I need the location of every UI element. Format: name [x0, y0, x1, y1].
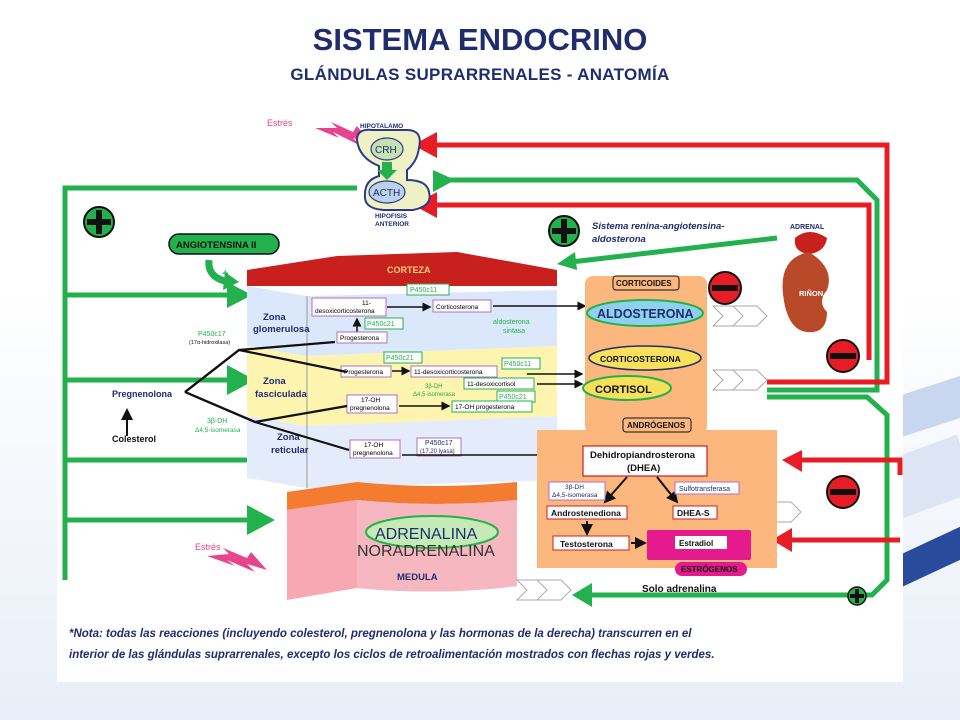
cortex-label: CORTEZA — [387, 265, 431, 275]
pituitary-label: HIPOFISIS — [375, 213, 408, 220]
stress-bolt-top: Estrés — [267, 118, 371, 146]
oh-pregnenolona-label: 17-OH — [364, 442, 383, 449]
renin-system: Sistema renina-angiotensina- aldosterona — [557, 221, 778, 270]
plus-icon — [548, 215, 580, 247]
enzyme-label-2: (17α-hidroxilasa) — [189, 340, 230, 346]
zone-glomerulosa-label: Zona — [263, 312, 286, 323]
androgenos-box: ANDRÓGENOS Dehidropiandrosterona (DHEA) … — [537, 417, 777, 576]
enzyme-label-2: Δ4,5-isomerasa — [195, 427, 241, 434]
enzyme-label: P450c17 — [198, 331, 226, 338]
renin-label: Sistema renina-angiotensina- — [592, 221, 725, 232]
green-feedback-loop — [62, 177, 890, 598]
adrenal-cortex: CORTEZA Zona glomerulosa Zona fasciculad… — [247, 252, 557, 488]
androstenediona-label: Androstenediona — [551, 508, 621, 518]
estrogenos-label: ESTRÓGENOS — [681, 565, 738, 574]
zone-glomerulosa-label-2: glomerulosa — [253, 324, 310, 335]
footnote-line-2: interior de las glándulas suprarrenales,… — [69, 649, 715, 661]
desoxicorticosterona-label: 11- — [362, 300, 371, 307]
desoxicorticosterona-label-2: desoxicorticosterona — [315, 308, 375, 315]
glomerulosa-reactions: P450c11 11- desoxicorticosterona Cortico… — [311, 283, 530, 344]
hypothalamus-pituitary: HIPOTALAMO CRH ACTH HIPOFISIS ANTERIOR — [355, 123, 431, 228]
diagram-panel: Estrés Estrés HIPOTALAMO CRH ACTH HIPOFI… — [57, 110, 903, 682]
enzyme-label-2: sintasa — [503, 328, 525, 335]
page-title: SISTEMA ENDOCRINO — [312, 22, 648, 57]
noradrenalina-label: NORADRENALINA — [357, 543, 495, 560]
stress-label-bottom: Estrés — [195, 542, 221, 552]
zone-fasciculada-label-2: fasciculada — [255, 389, 307, 400]
oh-pregnenolona-label-2: pregnenolona — [350, 405, 390, 412]
enzyme-label: Sulfotransferasa — [679, 486, 730, 493]
corticoides-label: CORTICOIDES — [616, 279, 672, 288]
hypothalamus-label: HIPOTALAMO — [360, 123, 403, 130]
enzyme-label: P450c11 — [410, 287, 437, 294]
enzyme-label: 3β-DH — [565, 484, 584, 491]
desoxicorticosterona-box: 11-desoxicorticosterona — [414, 369, 483, 376]
minus-icon — [826, 339, 860, 373]
androgenos-label: ANDRÓGENOS — [627, 421, 686, 430]
adrenal-diagram: Estrés Estrés HIPOTALAMO CRH ACTH HIPOFI… — [62, 118, 903, 661]
crh-label: CRH — [375, 145, 397, 156]
estradiol-label: Estradiol — [679, 539, 713, 548]
dhea-label: Dehidropiandrosterona — [590, 450, 696, 461]
oh-pregnenolona-label-2: pregnenolona — [353, 450, 393, 457]
corticosterona-box: Corticosterona — [436, 304, 479, 311]
adrenal-label: ADRENAL — [790, 224, 825, 231]
page-subtitle: GLÁNDULAS SUPRARRENALES - ANATOMÍA — [290, 65, 670, 84]
plus-icon — [83, 206, 115, 238]
aldosterona-label: ALDOSTERONA — [597, 307, 694, 321]
acth-label: ACTH — [373, 188, 400, 199]
stress-bolt-bottom: Estrés — [195, 542, 267, 572]
cortisol-label: CORTISOL — [595, 384, 652, 396]
kidney-label: RIÑON — [799, 289, 823, 298]
corticosterona-label: CORTICOSTERONA — [600, 354, 681, 364]
angiotensina-label: ANGIOTENSINA II — [176, 240, 256, 251]
progesterona-box: Progesterona — [344, 369, 383, 376]
enzyme-label-2: Δ4,5-isomerasa — [552, 492, 598, 499]
corticoides-box: CORTICOIDES ALDOSTERONA CORTICOSTERONA C… — [582, 275, 707, 434]
progesterona-box: Progesterona — [340, 335, 379, 342]
plus-icon — [847, 586, 867, 606]
enzyme-label: 3β-DH — [425, 384, 442, 390]
kidney-illustration: ADRENAL RIÑON — [782, 224, 829, 333]
enzyme-label: P450c21 — [499, 394, 527, 401]
red-feedback-loop — [437, 142, 903, 543]
testosterona-label: Testosterona — [560, 539, 613, 549]
enzyme-label: P450c21 — [367, 321, 395, 328]
medulla-label: MEDULA — [397, 572, 438, 583]
enzyme-label: 3β-DH — [207, 418, 227, 425]
stress-label-top: Estrés — [267, 118, 293, 128]
zone-fasciculada-label: Zona — [263, 376, 286, 387]
dhea-label-2: (DHEA) — [627, 463, 660, 474]
oh-pregnenolona-label: 17-OH — [361, 397, 380, 404]
enzyme-label: P450c11 — [504, 361, 531, 368]
pregnenolona-label: Pregnenolona — [112, 389, 173, 399]
adrenalina-label: ADRENALINA — [375, 526, 478, 543]
cortex-output-arrows — [493, 301, 587, 389]
enzyme-label: P450c17 — [425, 440, 453, 447]
angiotensina-badge: ANGIOTENSINA II + — [168, 233, 280, 290]
oh-progesterona-box: 17-OH progesterona — [455, 404, 515, 411]
plus-sign: + — [222, 268, 228, 280]
adrenal-medulla: ADRENALINA NORADRENALINA MEDULA — [287, 482, 517, 600]
footnote-line-1: *Nota: todas las reacciones (incluyendo … — [69, 628, 692, 640]
minus-icon — [826, 475, 860, 509]
zone-reticular-label-2: reticular — [271, 445, 309, 456]
solo-adrenalina-label: Solo adrenalina — [642, 584, 717, 595]
zone-reticular-label: Zona — [277, 432, 300, 443]
colesterol-label: Colesterol — [112, 434, 156, 444]
dhea-s-label: DHEA-S — [677, 508, 710, 518]
fasciculada-reactions: P450c21 P450c11 Progesterona 11-desoxico… — [340, 351, 584, 414]
enzyme-label: P450c21 — [386, 355, 414, 362]
enzyme-label: aldosterona — [493, 319, 530, 326]
enzyme-label-2: (17,20 lyasa) — [420, 449, 455, 455]
pituitary-label-2: ANTERIOR — [375, 221, 409, 228]
desoxicortisol-box: 11-desoxicortisol — [467, 381, 516, 388]
minus-icon — [708, 271, 742, 305]
renin-label-2: aldosterona — [592, 234, 646, 245]
pregnenolona-section: Pregnenolona P450c17 (17α-hidroxilasa) C… — [112, 331, 350, 452]
enzyme-label-2: Δ4,5-isomerasa — [413, 392, 456, 398]
